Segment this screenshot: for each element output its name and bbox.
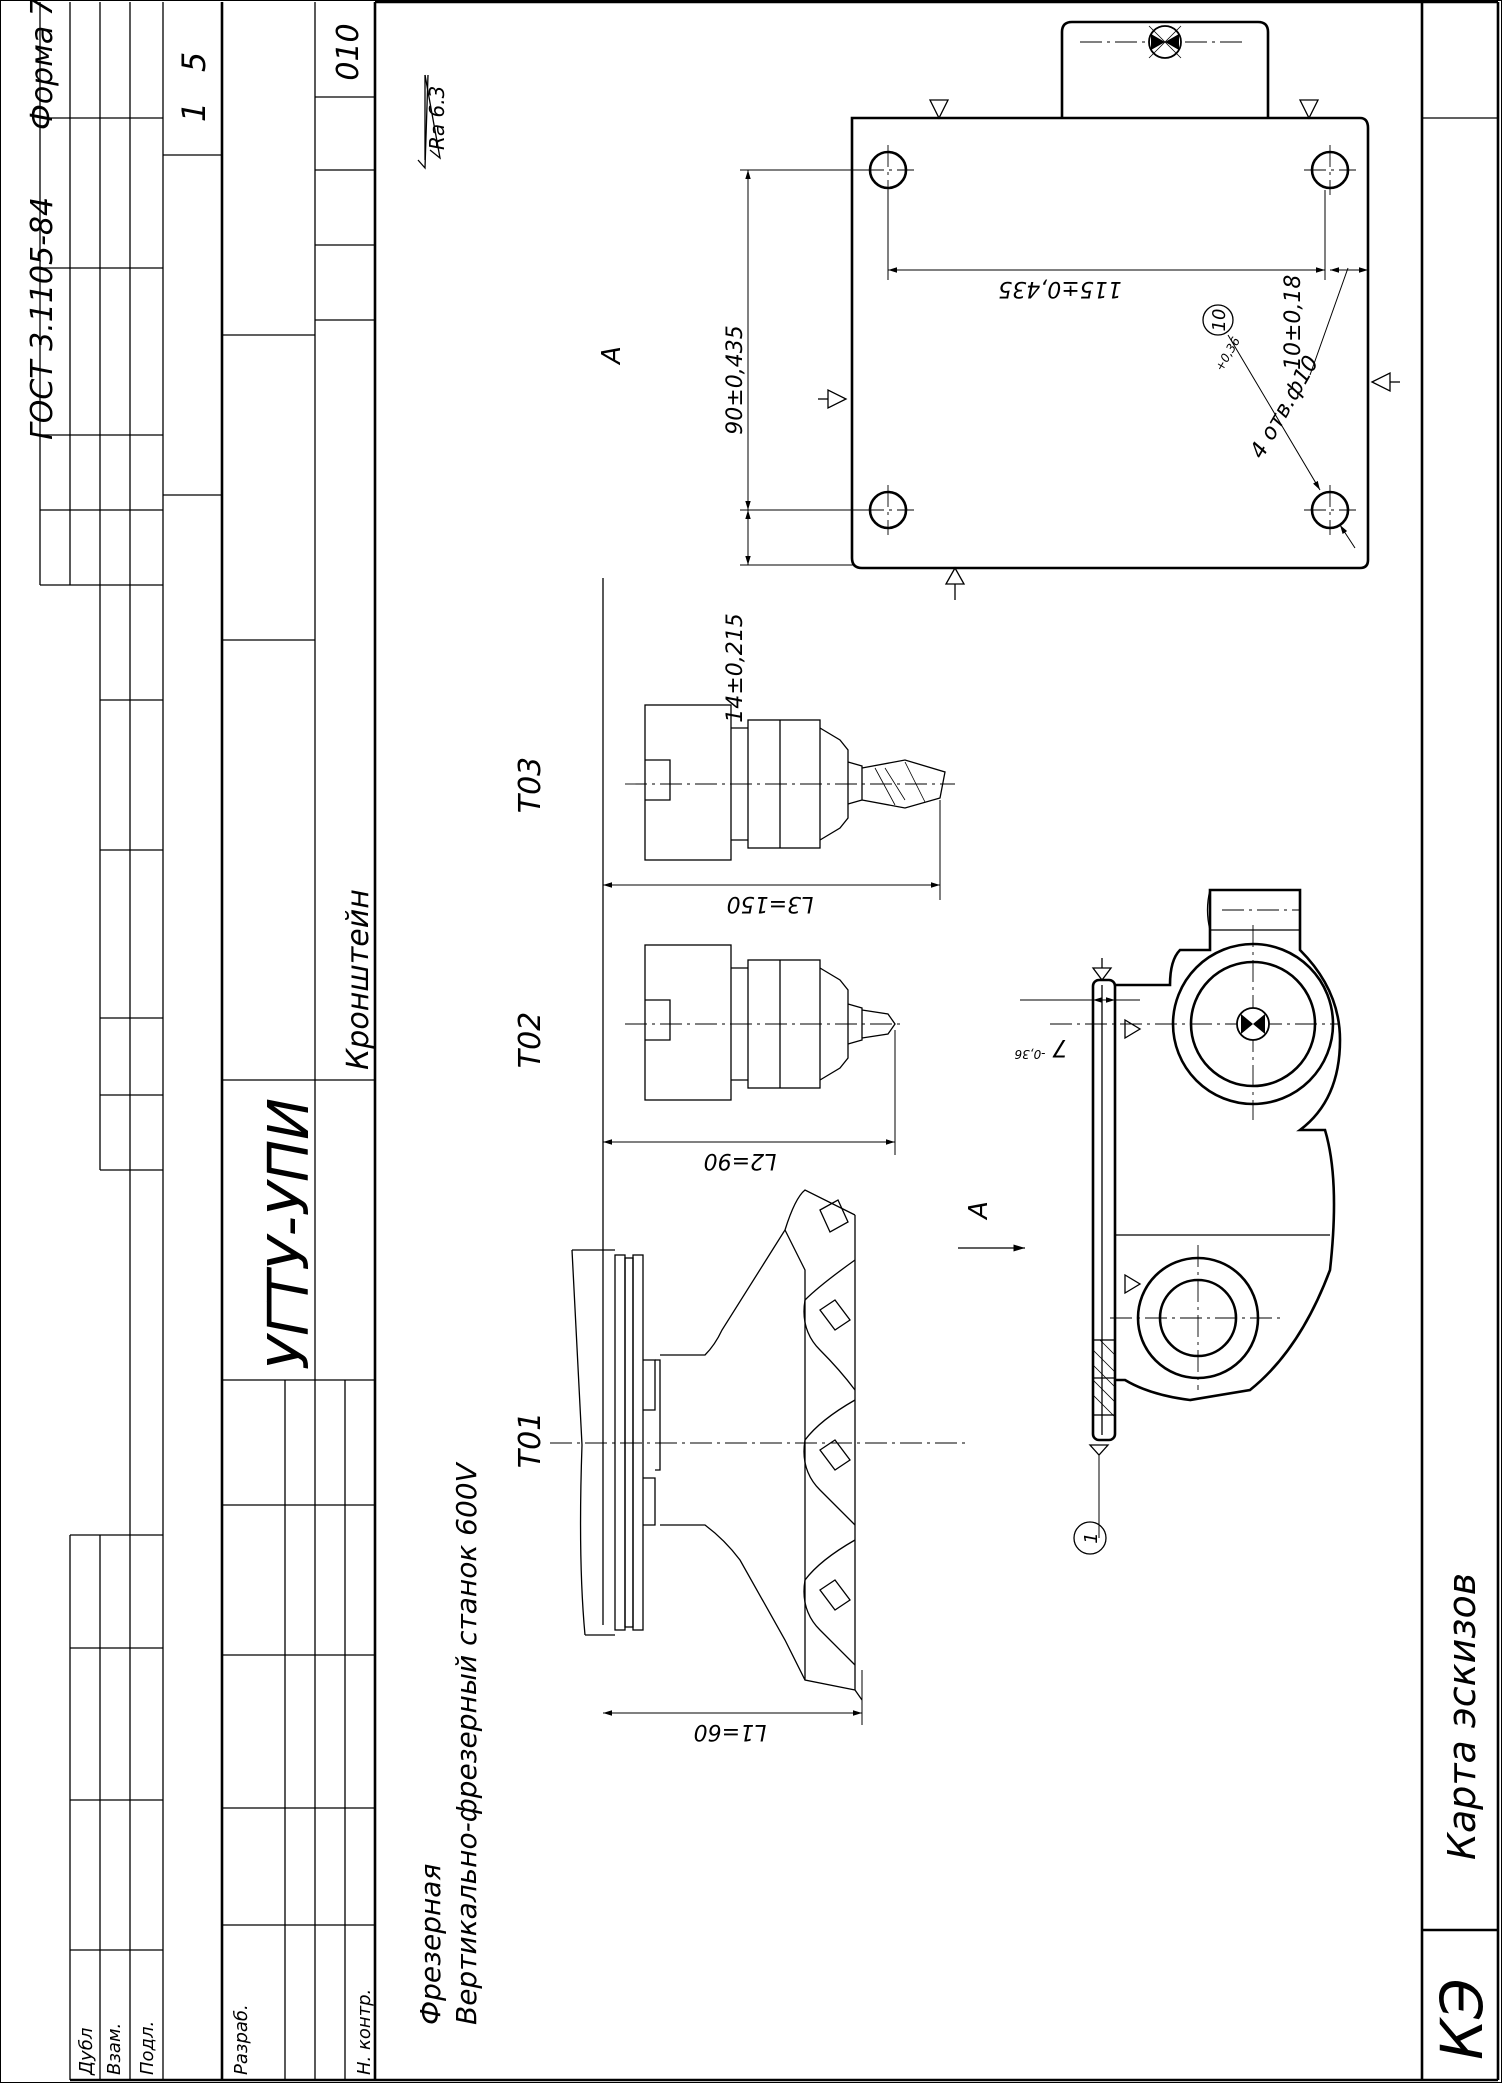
- tool-length-l1: L1=60: [603, 1670, 863, 1744]
- view-a-label: A: [597, 346, 627, 366]
- svg-text:L3=150: L3=150: [727, 891, 814, 916]
- dimension-holes: 4 отв.ф10 +0,36 10: [1202, 304, 1356, 549]
- svg-text:14±0,215: 14±0,215: [723, 613, 748, 722]
- mounting-hole: [1304, 145, 1356, 195]
- svg-text:7: 7: [1052, 1034, 1068, 1062]
- top-view-plate: [818, 20, 1400, 600]
- operation-code: 010: [331, 23, 366, 80]
- dimension-10: 10±0,18: [1281, 267, 1368, 376]
- tool-length-l2: L2=90: [603, 1030, 896, 1173]
- svg-text:10±0,18: 10±0,18: [1281, 275, 1306, 370]
- dimension-90: 90±0,435: [723, 169, 870, 511]
- tool-label-t02: T02: [513, 1012, 548, 1069]
- mounting-hole: [1304, 485, 1356, 535]
- document-title: Карта эскизов: [1440, 1573, 1484, 1860]
- stamp-vzam: Взам.: [104, 2023, 125, 2075]
- stamp-grid: [39, 2, 1498, 2080]
- dimension-115: 115±0,435: [887, 190, 1326, 301]
- callout-10: 10: [1209, 309, 1230, 332]
- svg-text:L2=90: L2=90: [704, 1148, 777, 1173]
- stamp-razrab: Разраб.: [231, 2004, 252, 2075]
- sheet-total: 5: [175, 52, 213, 72]
- part-name: Кронштейн: [341, 889, 376, 1070]
- svg-text:-0,36: -0,36: [1014, 1047, 1045, 1061]
- tool-t02: [625, 944, 900, 1101]
- svg-text:Ra 6.3: Ra 6.3: [425, 86, 449, 150]
- svg-text:90±0,435: 90±0,435: [723, 325, 748, 434]
- stamp-podl: Подл.: [137, 2021, 158, 2075]
- form-label: Форма 7: [25, 0, 60, 130]
- organization-name: УГТУ-УПИ: [257, 1098, 322, 1370]
- roughness-mark: Ra 6.3: [417, 74, 449, 170]
- tool-length-l3: L3=150: [603, 800, 941, 916]
- operation-name: Фрезерная: [414, 1864, 447, 2025]
- tool-t01: [550, 1189, 965, 1701]
- sheet-current: 1: [175, 102, 213, 122]
- bracket-side-view: 7 -0,36 1: [1014, 888, 1342, 1555]
- machine-name: Вертикально-фрезерный станок 600V: [450, 1461, 483, 2025]
- stamp-dubl: Дубл: [76, 2028, 97, 2076]
- callout-1: 1: [1081, 1532, 1102, 1543]
- stamp-nkontr: Н. контр.: [354, 1989, 375, 2075]
- tool-label-t01: T01: [513, 1412, 548, 1469]
- standard-label: ГОСТ 3.1105-84: [25, 197, 60, 440]
- dimension-14: 14±0,215: [723, 510, 855, 723]
- view-a-arrow: A: [958, 1201, 1025, 1252]
- svg-text:A: A: [964, 1201, 994, 1221]
- svg-text:L1=60: L1=60: [694, 1719, 767, 1744]
- svg-text:+0,36: +0,36: [1212, 334, 1243, 373]
- svg-text:115±0,435: 115±0,435: [998, 276, 1121, 301]
- tool-t03: [625, 704, 955, 861]
- document-code: КЭ: [1428, 1978, 1496, 2060]
- tool-label-t03: T03: [513, 757, 548, 814]
